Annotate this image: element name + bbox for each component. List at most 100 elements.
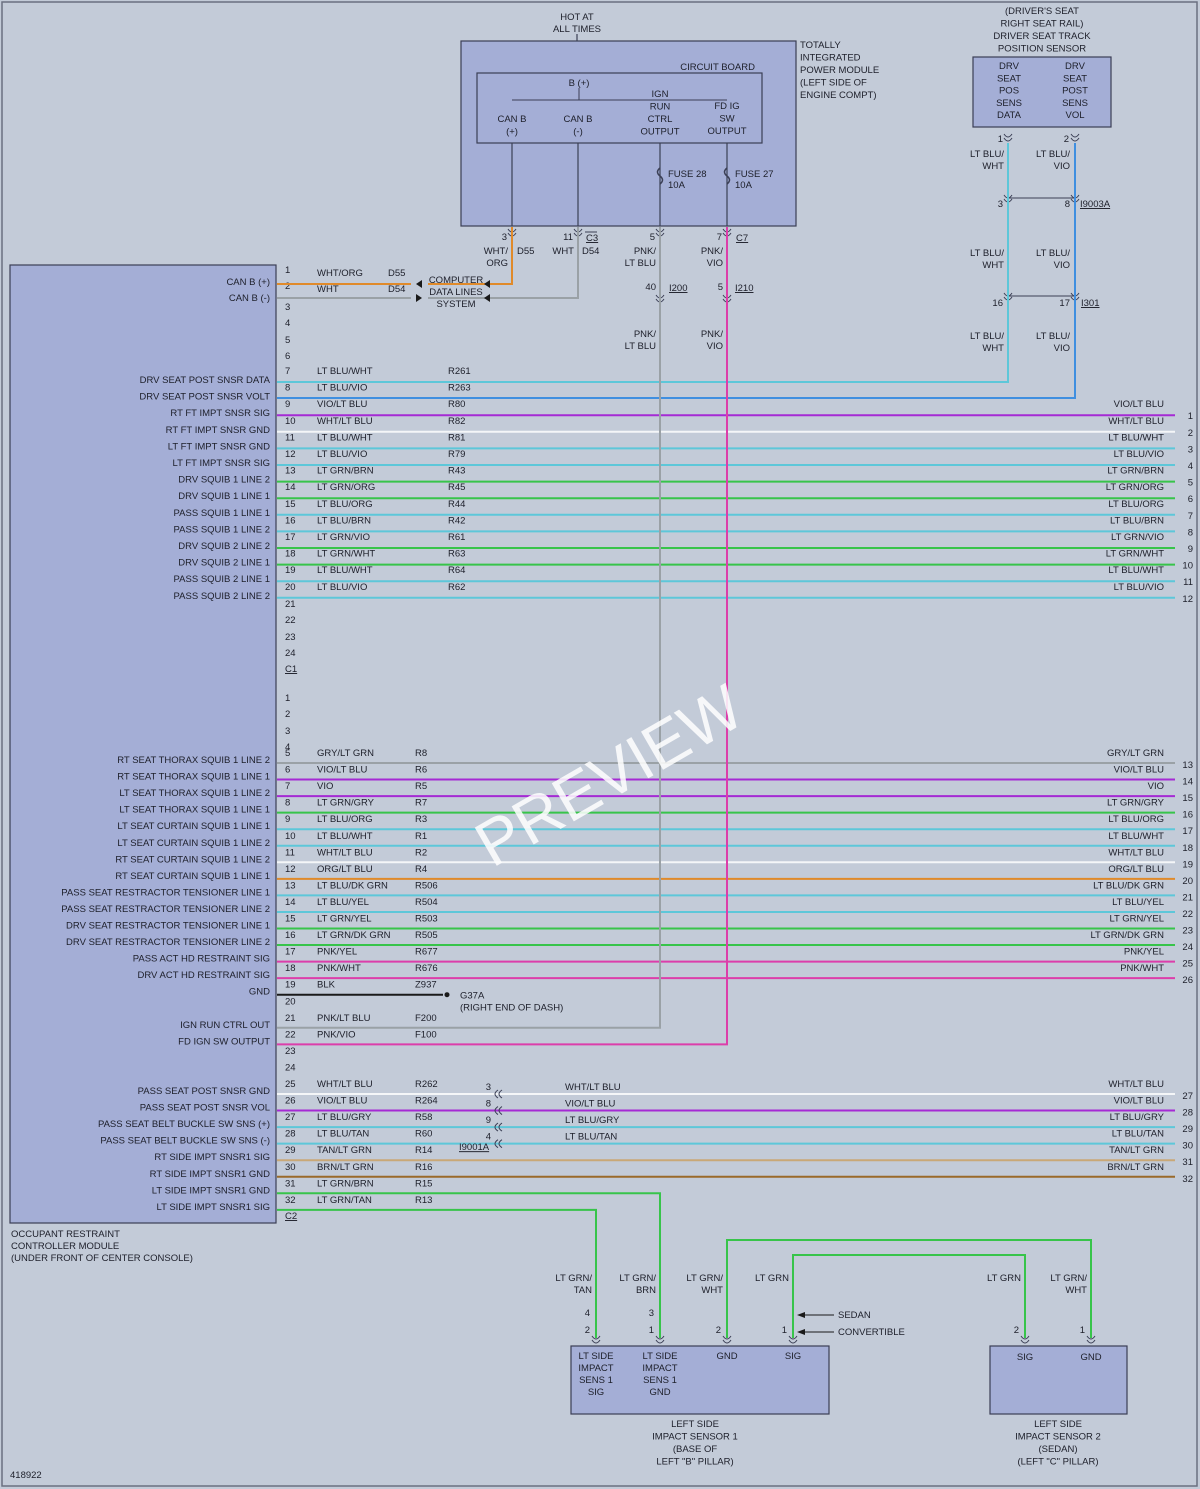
orc-wire-color: LT BLU/WHT (317, 366, 373, 377)
tipm-output-label: IGN (652, 89, 669, 100)
orc-wire-color: LT BLU/WHT (317, 432, 373, 443)
right-wire-ref-number: 16 (1182, 810, 1193, 821)
seat-sensor-pin-label: POST (1062, 86, 1088, 97)
orc-wire-circuit: R676 (415, 963, 438, 974)
right-wire-ref-number: 12 (1182, 594, 1193, 605)
orc-pin-number: 7 (285, 781, 290, 792)
inline-connector-i9001a (498, 1139, 503, 1149)
right-wire-ref-number: 28 (1182, 1108, 1193, 1119)
orc-wire-color: LT BLU/WHT (317, 565, 373, 576)
fuse-label: 10A (668, 180, 686, 191)
orc-signal-label: PASS SEAT RESTRACTOR TENSIONER LINE 1 (61, 887, 270, 898)
tipm-pin-number: 7 (717, 232, 722, 243)
orc-wire-circuit: Z937 (415, 980, 437, 991)
side-sensor-wire-color: LT GRN/ (619, 1273, 656, 1284)
side-sensor-pin-connector (1086, 1339, 1096, 1344)
can-arrow-icon (484, 294, 490, 302)
seat-sensor-title: RIGHT SEAT RAIL) (1001, 19, 1084, 30)
side-sensor-pin-connector (788, 1339, 798, 1344)
side-sensor-pin-label: IMPACT (578, 1363, 613, 1374)
side-sensor-pin-number: 4 (585, 1308, 590, 1319)
orc-pin-number: 24 (285, 1062, 296, 1073)
lower-wire-color: LT BLU (625, 341, 656, 352)
right-wire-color: VIO/LT BLU (1114, 1096, 1164, 1107)
document-number: 418922 (10, 1470, 42, 1481)
seat-sensor-pin-label: DRV (999, 61, 1020, 72)
orc-pin-number: 3 (285, 302, 290, 313)
seat-sensor-wire-color: VIO (1054, 343, 1070, 354)
orc-wire-circuit: R261 (448, 366, 471, 377)
orc-signal-label: RT SEAT THORAX SQUIB 1 LINE 2 (117, 755, 270, 766)
side-sensor-pin-label: SIG (785, 1351, 801, 1362)
tipm-wire-color: ORG (486, 258, 508, 269)
orc-wire-circuit: R677 (415, 947, 438, 958)
orc-pin-number: 11 (285, 432, 295, 443)
orc-pin-number: 32 (285, 1195, 296, 1206)
right-wire-color: LT BLU/WHT (1108, 831, 1164, 842)
lower-wire-color: VIO (707, 341, 723, 352)
tipm-wire-color: PNK/ (701, 246, 724, 257)
orc-wire-color: LT GRN/BRN (317, 466, 374, 477)
tipm-wire-color: PNK/ (634, 246, 657, 257)
tipm-name: ENGINE COMPT) (800, 90, 877, 101)
right-wire-ref-number: 1 (1188, 411, 1193, 422)
side-sensor-pin-connector (722, 1339, 732, 1344)
orc-wire-circuit: R60 (415, 1129, 432, 1140)
right-wire-ref-number: 29 (1182, 1124, 1193, 1135)
inline-pin-number: 4 (486, 1132, 491, 1143)
inline-wire-color: WHT/LT BLU (565, 1082, 621, 1093)
orc-wire-circuit: R1 (415, 831, 427, 842)
drv-seat-sensor-data-wire (277, 143, 1009, 383)
side-sensor-pin-connector (722, 1335, 732, 1340)
orc-pin-number: 13 (285, 880, 296, 891)
right-wire-color: LT GRN/YEL (1109, 914, 1164, 925)
side-sensor-pin-connector (655, 1335, 665, 1340)
seat-sensor-wire-color: WHT (982, 343, 1004, 354)
orc-wire-color: BLK (317, 980, 336, 991)
orc-signal-label: LT SIDE IMPT SNSR1 SIG (156, 1202, 270, 1213)
orc-signal-label: LT SEAT CURTAIN SQUIB 1 LINE 2 (117, 838, 270, 849)
seat-sensor-pin-label: VOL (1065, 110, 1084, 121)
inline-pin-number: 16 (992, 298, 1003, 309)
side-sensor-pin-label: GND (649, 1387, 670, 1398)
right-wire-color: LT GRN/BRN (1107, 466, 1164, 477)
side-sensor-pin-connector (788, 1335, 798, 1340)
right-wire-color: LT BLU/WHT (1108, 565, 1164, 576)
ground-location-label: (RIGHT END OF DASH) (460, 1003, 563, 1014)
tipm-output-label: RUN (650, 102, 671, 113)
tipm-pin-number: 3 (502, 232, 507, 243)
seat-sensor-wire-color: VIO (1054, 161, 1070, 172)
orc-wire-color: PNK/LT BLU (317, 1013, 371, 1024)
fuse-label: FUSE 27 (735, 169, 774, 180)
tipm-pin-number: 11 (563, 232, 573, 243)
orc-pin-number: 4 (285, 742, 290, 753)
tipm-output-label: CTRL (648, 114, 673, 125)
orc-wire-circuit: R61 (448, 532, 465, 543)
seat-sensor-pin-connector (1003, 137, 1013, 142)
can-arrow-icon (484, 280, 490, 288)
orc-signal-label: PASS SEAT BELT BUCKLE SW SNS (-) (100, 1136, 270, 1147)
orc-name: CONTROLLER MODULE (11, 1241, 119, 1252)
inline-connector-i9001a (494, 1106, 499, 1115)
ign-run-ctrl-wire (277, 227, 661, 1029)
right-wire-ref-number: 2 (1188, 428, 1193, 439)
orc-signal-label: DRV SEAT POST SNSR VOLT (139, 392, 270, 403)
side-sensor-pin-number: 3 (649, 1308, 654, 1319)
orc-wire-circuit: D55 (388, 268, 405, 279)
right-wire-color: LT BLU/TAN (1112, 1129, 1164, 1140)
orc-wire-color: LT BLU/GRY (317, 1112, 372, 1123)
inline-connector-i9001a (494, 1089, 499, 1099)
seat-sensor-pin-label: SEAT (997, 73, 1021, 84)
orc-pin-number: 14 (285, 897, 296, 908)
orc-wire-circuit: R82 (448, 416, 465, 427)
orc-pin-number: 10 (285, 416, 296, 427)
seat-sensor-title: DRIVER SEAT TRACK (993, 31, 1091, 42)
orc-wire-circuit: R504 (415, 897, 438, 908)
orc-pin-number: 6 (285, 765, 290, 776)
right-wire-ref-number: 26 (1182, 975, 1193, 986)
inline-pin-number: 40 (645, 282, 656, 293)
orc-wire-color: BRN/LT GRN (317, 1162, 374, 1173)
right-wire-ref-number: 25 (1182, 959, 1193, 970)
left-side-impact-sensor-1 (570, 1345, 830, 1415)
